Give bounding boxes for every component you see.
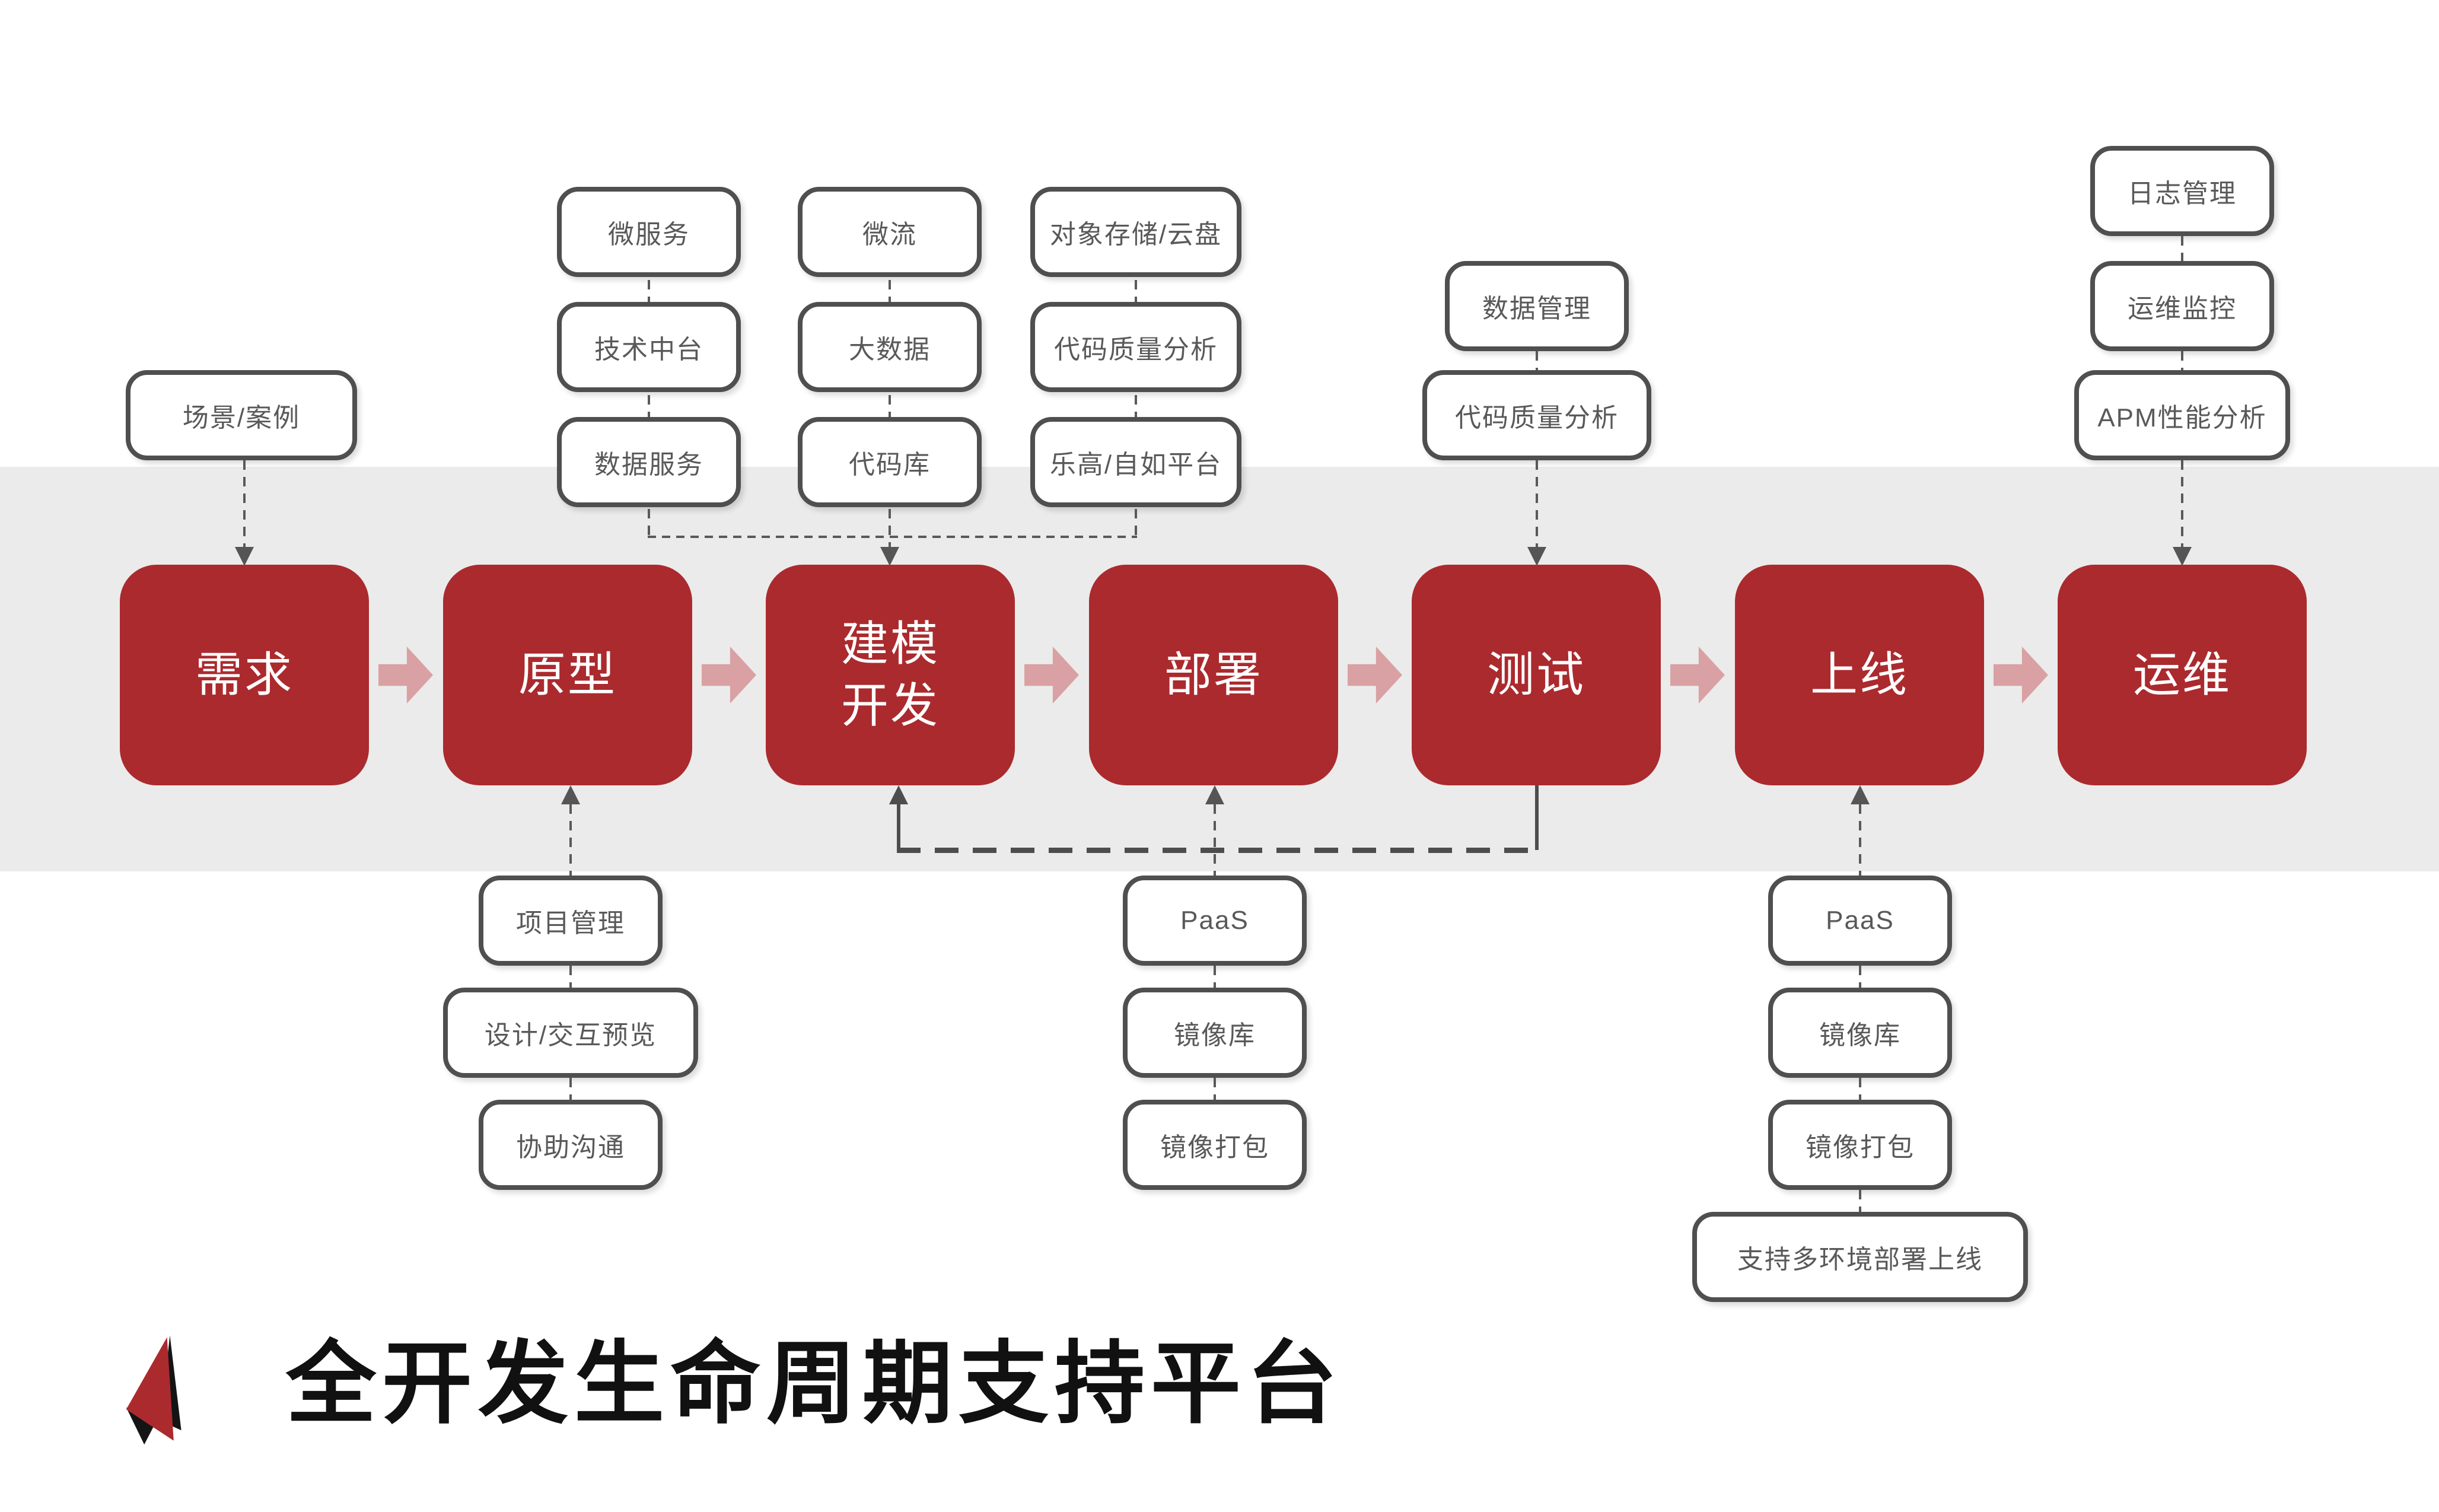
image-registry-deploy-box: 镜像库 xyxy=(1123,988,1307,1078)
data-services-box: 数据服务 xyxy=(557,417,741,507)
connector-testcol-to-testing xyxy=(1536,460,1538,547)
connector-scene-to-requirements xyxy=(243,460,246,547)
connector-protocol-row2-3 xyxy=(569,1078,572,1100)
arrowhead-down-icon xyxy=(235,547,254,566)
connector-deploycol-row1-2 xyxy=(1214,966,1216,988)
connector-col2-row1-2 xyxy=(889,280,891,302)
connector-col3-row2-3 xyxy=(1135,395,1137,417)
connector-col1-drop xyxy=(648,509,650,537)
paas-deploy-box: PaaS xyxy=(1123,876,1307,966)
microflow-box: 微流 xyxy=(798,187,982,277)
arrowhead-down-icon xyxy=(2173,547,2192,566)
logo-arrow-icon xyxy=(126,1335,182,1445)
arrowhead-down-icon xyxy=(880,547,899,566)
stage-requirements: 需求 xyxy=(120,565,369,785)
stage-deployment: 部署 xyxy=(1089,565,1338,785)
connector-col2-to-modeling xyxy=(889,509,891,547)
connector-protocol-row1-2 xyxy=(569,966,572,988)
stage-testing: 测试 xyxy=(1412,565,1661,785)
collaboration-box: 协助沟通 xyxy=(479,1100,663,1190)
connector-launchcol-row2-3 xyxy=(1859,1078,1861,1100)
connector-deploycol-row2-3 xyxy=(1214,1078,1216,1100)
apm-analysis-box: APM性能分析 xyxy=(2074,370,2290,460)
connector-opscol-row1-2 xyxy=(2181,236,2183,261)
connector-launchcol-row1-2 xyxy=(1859,966,1861,988)
connector-launchcol-row3-4 xyxy=(1859,1190,1861,1212)
connector-col1-row1-2 xyxy=(648,280,650,302)
feedback-line-down xyxy=(1535,785,1539,850)
connector-cluster-bus xyxy=(648,536,1137,538)
tech-platform-box: 技术中台 xyxy=(557,302,741,392)
image-packaging-launch-box: 镜像打包 xyxy=(1768,1100,1952,1190)
stage-launch: 上线 xyxy=(1735,565,1984,785)
scene-case-box: 场景/案例 xyxy=(126,370,357,460)
connector-col1-row2-3 xyxy=(648,395,650,417)
stage-modeling-dev: 建模 开发 xyxy=(766,565,1015,785)
project-management-box: 项目管理 xyxy=(479,876,663,966)
log-management-box: 日志管理 xyxy=(2090,146,2274,236)
ops-monitoring-box: 运维监控 xyxy=(2090,261,2274,351)
connector-launchcol-to-launch xyxy=(1859,804,1861,876)
object-storage-box: 对象存储/云盘 xyxy=(1030,187,1241,277)
lego-platform-box: 乐高/自如平台 xyxy=(1030,417,1241,507)
code-repo-box: 代码库 xyxy=(798,417,982,507)
stage-operations: 运维 xyxy=(2058,565,2307,785)
feedback-line-up xyxy=(897,803,900,851)
image-registry-launch-box: 镜像库 xyxy=(1768,988,1952,1078)
feedback-line-horizontal xyxy=(897,848,1539,853)
arrowhead-up-icon xyxy=(1205,785,1224,804)
connector-deploycol-to-deployment xyxy=(1214,804,1216,876)
arrowhead-up-icon xyxy=(1851,785,1870,804)
connector-col2-row2-3 xyxy=(889,395,891,417)
design-preview-box: 设计/交互预览 xyxy=(443,988,698,1078)
connector-testcol-row1-2 xyxy=(1536,351,1538,370)
connector-col3-drop xyxy=(1135,509,1137,537)
code-quality-dev-box: 代码质量分析 xyxy=(1030,302,1241,392)
connector-col3-row1-2 xyxy=(1135,280,1137,302)
bigdata-box: 大数据 xyxy=(798,302,982,392)
arrowhead-up-icon xyxy=(561,785,580,804)
microservices-box: 微服务 xyxy=(557,187,741,277)
data-management-box: 数据管理 xyxy=(1445,261,1629,351)
paas-launch-box: PaaS xyxy=(1768,876,1952,966)
page-title: 全开发生命周期支持平台 xyxy=(286,1333,1343,1434)
connector-protocol-to-prototype xyxy=(569,804,572,876)
code-quality-test-box: 代码质量分析 xyxy=(1422,370,1651,460)
arrowhead-down-icon xyxy=(1527,547,1546,566)
image-packaging-deploy-box: 镜像打包 xyxy=(1123,1100,1307,1190)
multi-env-deploy-box: 支持多环境部署上线 xyxy=(1692,1212,2028,1302)
arrowhead-up-icon xyxy=(889,785,908,804)
connector-opscol-to-operations xyxy=(2181,460,2183,547)
connector-opscol-row2-3 xyxy=(2181,351,2183,370)
stage-prototype: 原型 xyxy=(443,565,692,785)
